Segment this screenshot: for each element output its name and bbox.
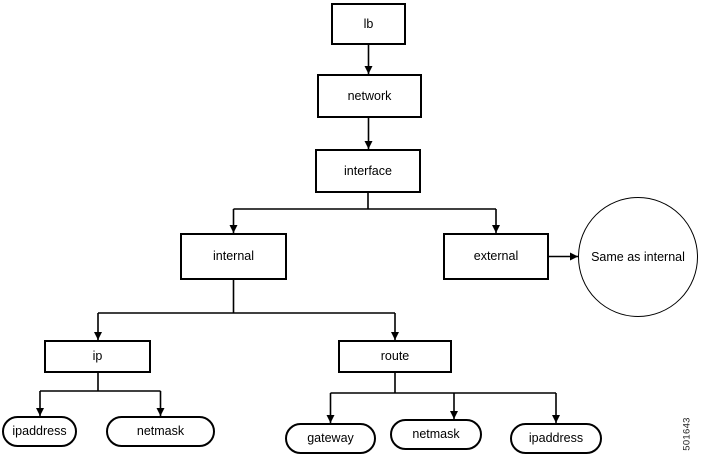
branch-interface [233,193,496,210]
node-ip: ip [44,340,151,373]
node-netmask-left: netmask [106,416,215,447]
node-network: network [317,74,422,118]
node-netmask-right: netmask [390,419,482,450]
node-internal: internal [180,233,287,280]
node-route: route [338,340,452,373]
branch-ip [40,373,161,392]
figure-number: 501643 [681,417,693,451]
node-same-as-internal: Same as internal [578,197,698,317]
node-lb: lb [331,3,406,45]
node-gateway: gateway [285,423,376,454]
branch-internal [98,280,395,314]
node-ipaddress-right: ipaddress [510,423,602,454]
node-ipaddress-left: ipaddress [2,416,77,447]
node-interface: interface [315,149,421,193]
node-external: external [443,233,549,280]
branch-route [330,373,556,394]
